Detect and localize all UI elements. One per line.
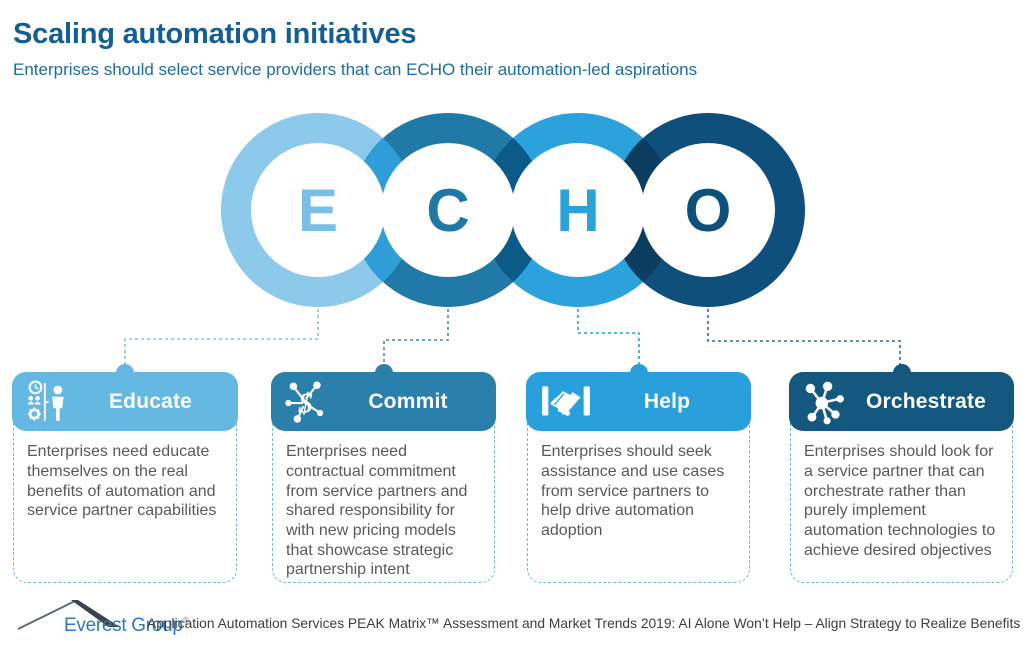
card-educate-header: Educate: [12, 364, 238, 432]
ring-o: [611, 113, 805, 307]
page-title: Scaling automation initiatives: [13, 18, 417, 50]
card-educate-body: Enterprises need educate themselves on t…: [27, 443, 217, 520]
ring-hole-e: [251, 143, 385, 277]
clock-people-gear-person-icon: [25, 379, 73, 425]
card-orchestrate-title: Orchestrate: [865, 389, 987, 413]
card-help-body: Enterprises should seek assistance and u…: [541, 443, 725, 540]
registered-mark: ®: [182, 615, 190, 626]
ring-overlap-c-h: [481, 138, 545, 282]
footer-source-text: Application Automation Services PEAK Mat…: [147, 616, 1021, 631]
ring-h: [481, 113, 675, 307]
card-help-connector-bump: [629, 364, 648, 374]
ring-c: [351, 113, 545, 307]
ring-hole-o: [641, 143, 775, 277]
echo-letter-o: O: [685, 177, 732, 244]
network-nodes-icon: [802, 379, 848, 425]
everest-group-logo-text: Everest Group®: [64, 615, 189, 637]
handshake-icon: [539, 381, 593, 423]
dollar-glyph: $: [298, 388, 313, 419]
card-help: Help Enterprises should seek assistance …: [526, 364, 751, 583]
echo-letter-e: E: [298, 177, 338, 244]
ring-overlap-h-o: [611, 138, 675, 282]
page-subtitle: Enterprises should select service provid…: [13, 60, 698, 79]
card-commit-header: $ Commit: [271, 364, 496, 432]
ring-hole-h: [511, 143, 645, 277]
echo-letter-c: C: [426, 177, 469, 244]
card-commit-title: Commit: [368, 389, 448, 413]
card-orchestrate: Orchestrate Enterprises should look for …: [789, 364, 1014, 583]
everest-group-wordmark: Everest Group: [64, 615, 183, 636]
card-orchestrate-connector-bump: [892, 364, 911, 374]
card-orchestrate-body: Enterprises should look for a service pa…: [804, 443, 996, 559]
card-commit-body: Enterprises need contractual commitment …: [286, 443, 468, 579]
everest-group-peak-icon: [17, 600, 120, 630]
card-help-title: Help: [643, 389, 691, 413]
ring-hole-c: [381, 143, 515, 277]
connector-e-educate: [124, 309, 319, 371]
ring-overlap-e-c: [351, 138, 415, 282]
connector-c-commit: [383, 309, 449, 371]
connector-o-orchestrate: [707, 309, 901, 371]
card-commit-connector-bump: [374, 364, 393, 374]
ring-e: [221, 113, 415, 307]
card-educate-connector-bump: [116, 364, 134, 374]
card-educate: Educate Enterprises need educate themsel…: [12, 364, 238, 583]
dollar-network-icon: $: [284, 379, 330, 425]
echo-letter-h: H: [556, 177, 599, 244]
card-orchestrate-header: Orchestrate: [789, 364, 1014, 432]
card-help-header: Help: [526, 364, 751, 432]
card-educate-title: Educate: [108, 389, 193, 413]
card-commit: $ Commit Enterprises need contractual co…: [271, 364, 496, 583]
connector-h-help: [577, 309, 640, 371]
